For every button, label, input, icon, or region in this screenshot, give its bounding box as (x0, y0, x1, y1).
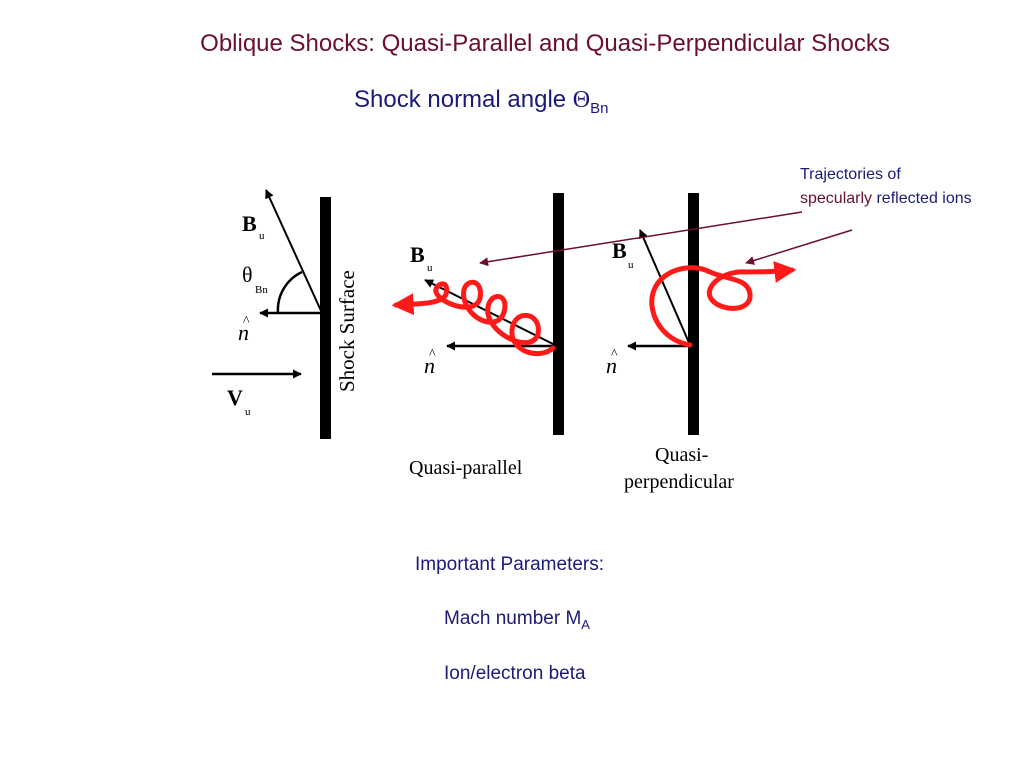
caption-quasi-line1: Quasi- (655, 444, 708, 466)
b-label-left: B (242, 211, 257, 236)
n-label-left: n (238, 320, 249, 345)
theta-sub: Bn (255, 284, 268, 296)
v-sub: u (245, 406, 251, 418)
n-hat-left: ^ (243, 314, 250, 329)
n-label-middle: n (424, 353, 435, 378)
annotation-line2: specularly reflected ions (800, 190, 972, 208)
shock-surface-bar-left (320, 197, 331, 439)
subtitle-text: Shock normal angle (354, 86, 573, 113)
annotation-line1: Trajectories of (800, 166, 901, 183)
annotation-rest: reflected ions (872, 190, 972, 207)
b-label-middle: B (410, 242, 425, 267)
parameter-beta: Ion/electron beta (444, 663, 586, 684)
n-label-right: n (606, 353, 617, 378)
v-label: V (227, 385, 243, 410)
n-hat-middle: ^ (429, 347, 436, 362)
quasi-parallel-trajectory (391, 279, 556, 357)
shock-surface-bar-middle (553, 193, 564, 435)
caption-quasi-parallel: Quasi-parallel (409, 457, 523, 479)
shock-surface-bar-right (688, 193, 699, 435)
mach-text: Mach number M (444, 608, 582, 629)
subtitle: Shock normal angle ΘBn (354, 86, 609, 117)
parameters-heading: Important Parameters: (415, 554, 605, 575)
n-hat-right: ^ (611, 347, 618, 362)
mach-sub: A (581, 616, 590, 632)
b-field-arrow-right (639, 229, 691, 346)
subtitle-subscript: Bn (590, 99, 609, 117)
parameter-mach: Mach number MA (444, 608, 590, 632)
slide-title: Oblique Shocks: Quasi-Parallel and Quasi… (200, 30, 890, 57)
theta-arc (276, 270, 303, 314)
quasi-perpendicular-trajectory (649, 261, 797, 348)
b-sub-left: u (259, 230, 265, 242)
theta-label: θ (242, 262, 253, 287)
theta-symbol: Θ (572, 87, 591, 113)
b-label-right: B (612, 238, 627, 263)
pointer-to-perpendicular (745, 229, 853, 265)
b-sub-middle: u (427, 262, 433, 274)
annotation-highlight: specularly (800, 190, 873, 207)
b-sub-right: u (628, 259, 634, 271)
b-field-arrow-left (265, 189, 323, 314)
caption-quasi-line2: perpendicular (624, 471, 734, 493)
pointer-to-parallel (479, 211, 803, 267)
shock-surface-label: Shock Surface (335, 270, 359, 392)
